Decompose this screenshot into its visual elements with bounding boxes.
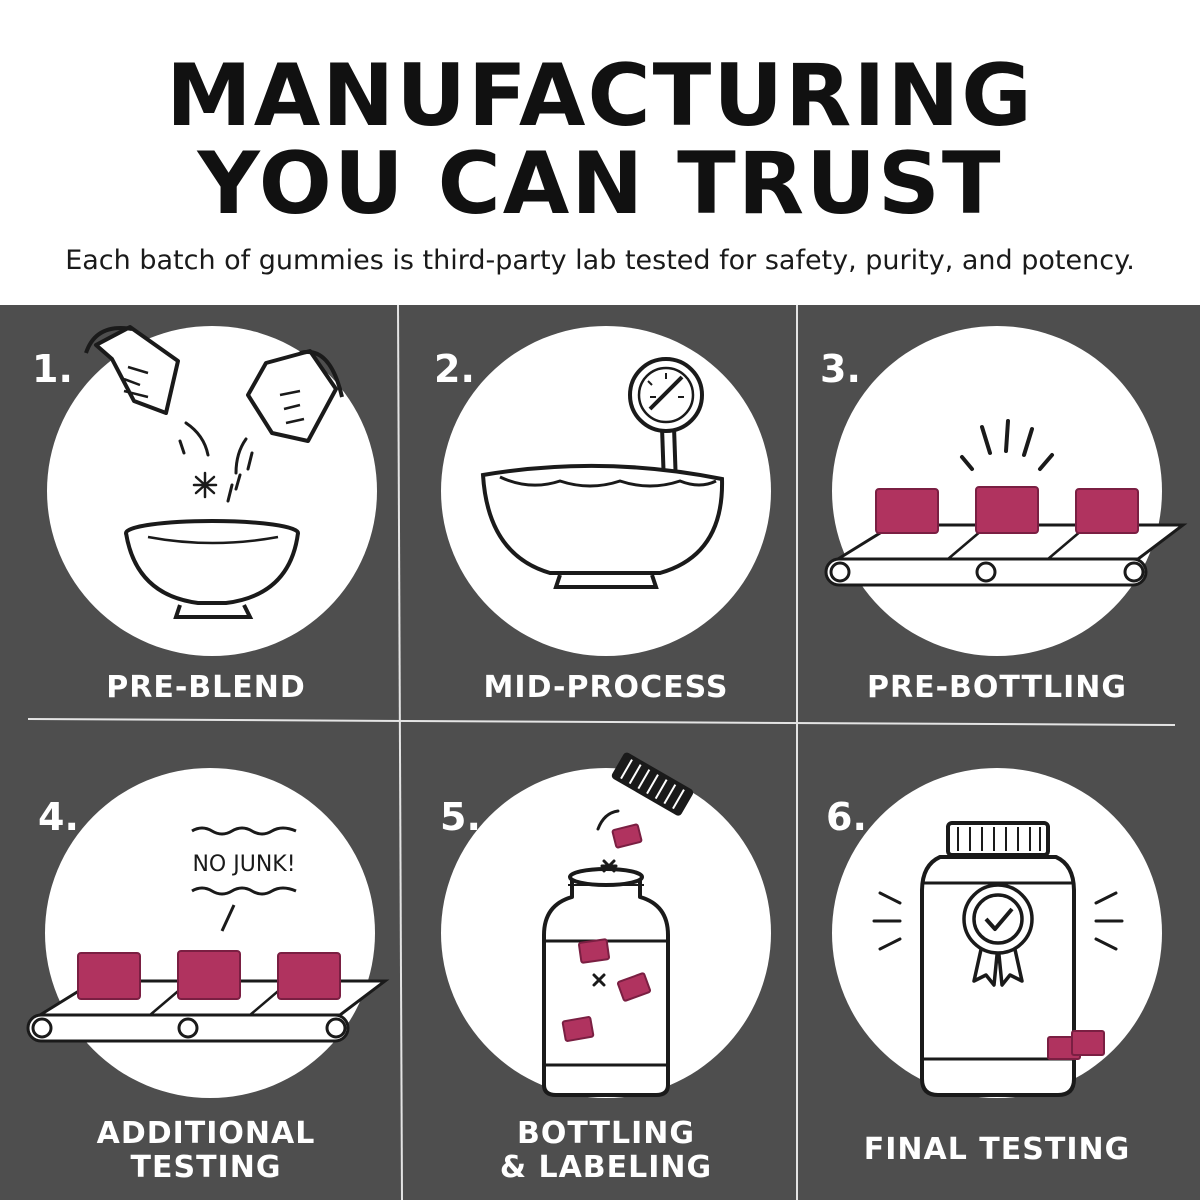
step-number-2: 2. xyxy=(434,347,475,391)
step-label-4: ADDITIONAL TESTING xyxy=(6,1117,406,1185)
step-label-2: MID-PROCESS xyxy=(406,671,806,705)
thermometer-icon xyxy=(628,357,704,486)
gummies-icon xyxy=(875,486,1139,534)
step-label-5: BOTTLING & LABELING xyxy=(406,1117,806,1185)
step-label-5-line1: BOTTLING xyxy=(517,1116,695,1151)
mixing-bowl-icon xyxy=(124,519,300,619)
step-label-3-text: PRE-BOTTLING xyxy=(866,670,1128,705)
step-label-4-line1: ADDITIONAL xyxy=(96,1116,316,1151)
supplement-bottle-icon xyxy=(920,821,1076,1097)
certified-badge-icon xyxy=(962,883,1034,987)
no-junk-callout: NO JUNK! xyxy=(191,826,297,932)
step-label-6: FINAL TESTING xyxy=(797,1133,1197,1167)
grid-dividers xyxy=(27,305,1176,1200)
process-illustrations: NO JUNK! xyxy=(26,305,1185,1200)
title-line-1: MANUFACTURING xyxy=(166,46,1034,146)
falling-gummies-icon xyxy=(561,823,652,1042)
gummies-icon xyxy=(1047,1030,1105,1060)
large-bowl-icon xyxy=(480,463,725,589)
measuring-cups-icon xyxy=(84,325,344,443)
step-label-2-text: MID-PROCESS xyxy=(483,670,729,705)
step-number-4: 4. xyxy=(38,795,79,839)
no-junk-text: NO JUNK! xyxy=(192,852,295,877)
pour-stream-icon xyxy=(178,421,254,503)
jar-lid-icon xyxy=(611,752,694,816)
page-subtitle: Each batch of gummies is third-party lab… xyxy=(65,245,1135,276)
page-title: MANUFACTURING YOU CAN TRUST xyxy=(0,52,1200,228)
step-label-6-text: FINAL TESTING xyxy=(863,1132,1131,1167)
sparkle-lines-icon xyxy=(960,419,1054,471)
motion-lines-icon xyxy=(592,809,620,987)
process-board: NO JUNK! xyxy=(0,305,1200,1200)
step-number-6: 6. xyxy=(826,795,867,839)
step-label-1-text: PRE-BLEND xyxy=(106,670,306,705)
jar-icon xyxy=(542,867,670,1097)
step-number-3: 3. xyxy=(820,347,861,391)
step-number-5: 5. xyxy=(440,795,481,839)
sparkle-lines-icon xyxy=(872,891,1124,951)
header: MANUFACTURING YOU CAN TRUST Each batch o… xyxy=(0,0,1200,305)
step-number-1: 1. xyxy=(32,347,73,391)
step-label-3: PRE-BOTTLING xyxy=(797,671,1197,705)
title-line-2: YOU CAN TRUST xyxy=(197,134,1003,234)
step-label-5-line2: & LABELING xyxy=(499,1150,713,1185)
gummies-icon xyxy=(77,950,341,1000)
step-label-1: PRE-BLEND xyxy=(6,671,406,705)
step-label-4-line2: TESTING xyxy=(130,1150,282,1185)
